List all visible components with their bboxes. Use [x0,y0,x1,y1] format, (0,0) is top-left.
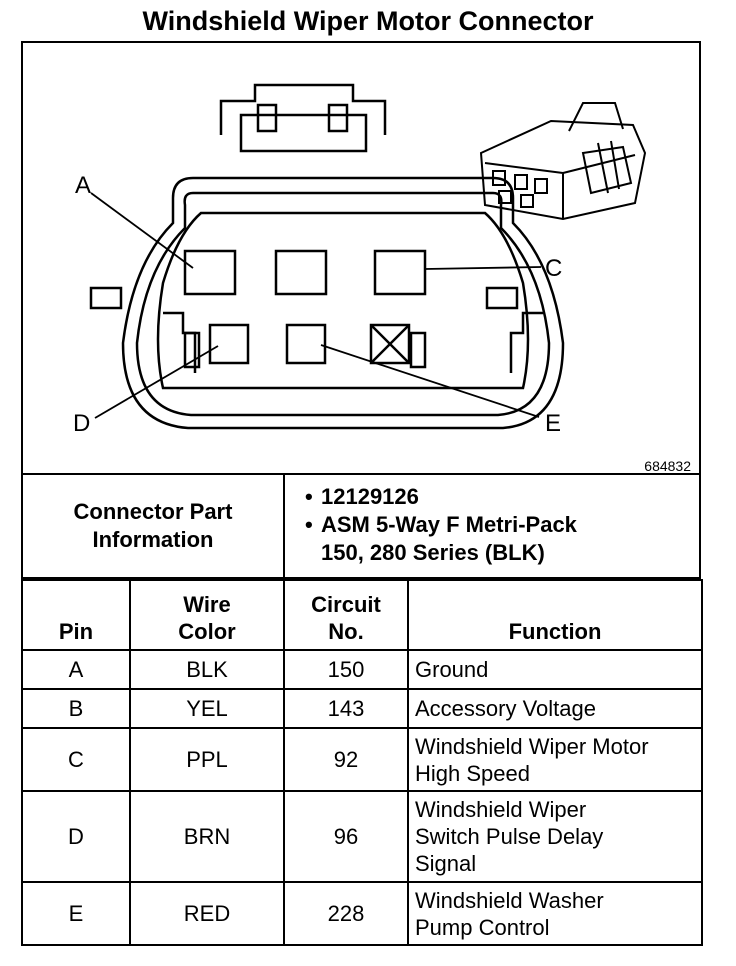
figure-id: 684832 [644,458,691,474]
wire-color-cell: BLK [129,649,285,690]
table-row: B YEL 143 Accessory Voltage [21,688,703,729]
circuit-cell: 150 [283,649,409,690]
function-cell: Windshield Wiper Motor High Speed [407,727,703,792]
connector-info-values: 12129126 ASM 5-Way F Metri-Pack 150, 280… [293,483,693,567]
callout-c-label: C [545,255,562,282]
connector-info-label-line2: Information [92,527,214,552]
description-line1: ASM 5-Way F Metri-Pack [321,512,577,537]
circuit-cell: 96 [283,790,409,883]
table-row: E RED 228 Windshield Washer Pump Control [21,881,703,946]
header-pin: Pin [21,579,131,651]
circuit-cell: 143 [283,688,409,729]
wire-color-cell: RED [129,881,285,946]
connector-info-label: Connector Part Information [23,475,285,577]
function-cell: Windshield Washer Pump Control [407,881,703,946]
connector-face-drawing: A C D E 684832 [73,83,691,474]
pin-cell: B [21,688,131,729]
table-row: A BLK 150 Ground [21,649,703,690]
connector-description: ASM 5-Way F Metri-Pack 150, 280 Series (… [293,511,693,567]
part-number: 12129126 [293,483,693,511]
table-row: C PPL 92 Windshield Wiper Motor High Spe… [21,727,703,792]
pin-cell: D [21,790,131,883]
function-cell: Windshield Wiper Switch Pulse Delay Sign… [407,790,703,883]
table-row: D BRN 96 Windshield Wiper Switch Pulse D… [21,790,703,883]
callout-d-label: D [73,410,90,437]
description-line2: 150, 280 Series (BLK) [321,540,545,565]
function-cell: Accessory Voltage [407,688,703,729]
pin-cell: A [21,649,131,690]
header-function: Function [407,579,703,651]
wire-color-cell: YEL [129,688,285,729]
pin-cell: E [21,881,131,946]
callout-e-label: E [545,410,561,437]
connector-info-label-line1: Connector Part [73,499,233,524]
callout-a-label: A [75,172,91,199]
page-title: Windshield Wiper Motor Connector [142,6,594,36]
wire-color-cell: PPL [129,727,285,792]
connector-diagram: A C D E 684832 [21,41,701,475]
circuit-cell: 92 [283,727,409,792]
wire-color-cell: BRN [129,790,285,883]
pin-cell: C [21,727,131,792]
connector-part-info: Connector Part Information 12129126 ASM … [21,475,701,579]
function-cell: Ground [407,649,703,690]
circuit-cell: 228 [283,881,409,946]
